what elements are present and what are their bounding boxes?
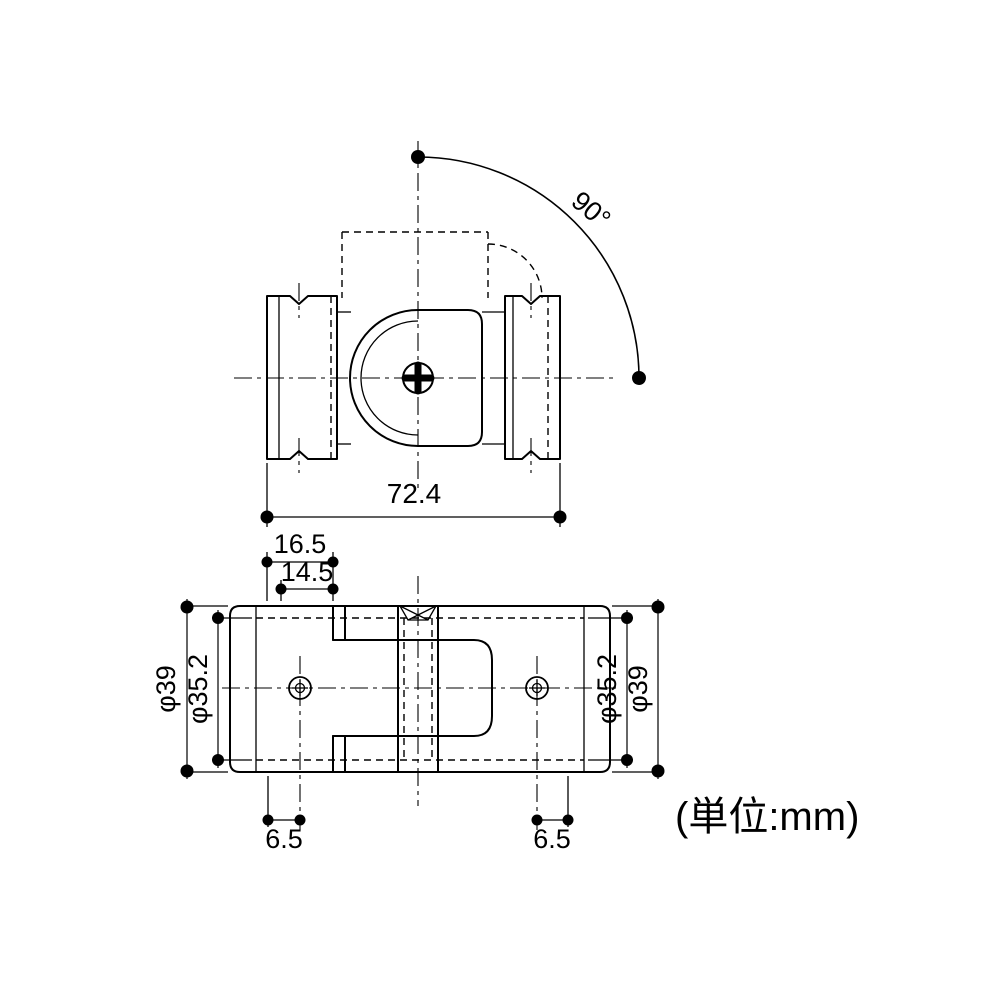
unit-note: (単位:mm) [675,795,859,839]
left-bracket [266,283,338,473]
screw-hole-left [288,676,312,700]
top-view-centerlines [234,141,613,491]
right-bracket [504,283,561,473]
dimension-right-dia-39: φ39 [612,599,665,779]
dimension-width-72-4: 72.4 [260,463,567,527]
dimension-right-dia-35-2: φ35.2 [588,610,633,768]
bottom-dim-right-label: 6.5 [533,824,571,854]
dimension-left-dia-35-2: φ35.2 [183,610,252,768]
dimension-16-5: 16.5 [261,529,339,601]
top-view: 90° [234,141,646,527]
body-outline [229,605,611,773]
pivot-rotor [337,309,505,447]
angle-label: 90° [566,185,617,234]
bottom-dim-left-label: 6.5 [265,824,303,854]
top-dim-outer-label: 16.5 [274,529,327,559]
pivot-screw-icon [401,361,435,395]
swing-angle-arc: 90° [411,150,646,385]
bottom-view: 16.5 14.5 φ39 φ35.2 [151,529,665,854]
arc-end-dot-right [632,371,646,385]
clamp-slot [332,605,493,773]
rotated-arm-hidden-outline [341,231,543,299]
dimension-left-dia-39: φ39 [151,599,228,779]
dimension-bottom-right-6-5: 6.5 [531,776,574,854]
top-dim-inner-label: 14.5 [281,557,334,587]
right-dia-inner-label: φ35.2 [592,654,622,724]
left-dia-outer-label: φ39 [151,665,181,713]
dimension-14-5: 14.5 [275,557,339,601]
center-column [397,605,439,773]
screw-hole-right [525,676,549,700]
width-dimension-label: 72.4 [387,478,442,509]
arc-end-dot-top [411,150,425,164]
left-dia-inner-label: φ35.2 [183,654,213,724]
dimension-bottom-left-6-5: 6.5 [262,776,306,854]
right-dia-outer-label: φ39 [623,665,653,713]
countersunk-screw-icon [398,605,438,621]
